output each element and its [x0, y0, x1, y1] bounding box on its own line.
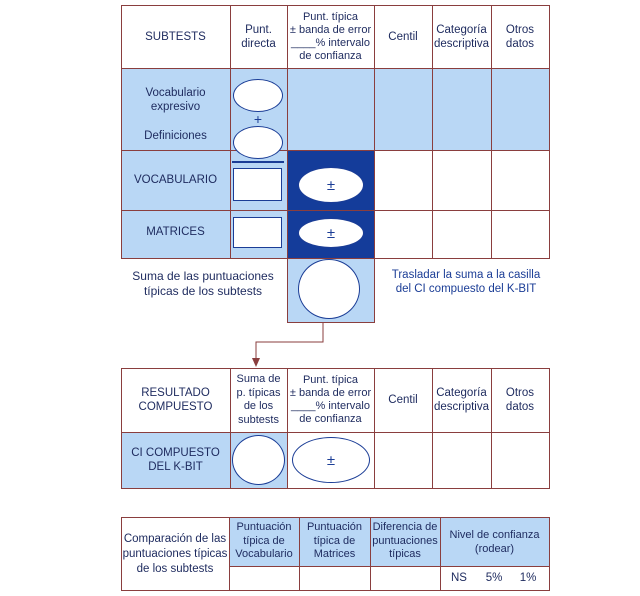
level-5pct[interactable]: 5% — [485, 572, 503, 584]
vocabulario-pm-symbol: ± — [326, 176, 336, 194]
header-centil-2: Centil — [388, 394, 418, 406]
header-punt-tipica-2: Punt. típica ± banda de error ____% inte… — [289, 374, 372, 425]
suma-label: Suma de las puntuaciones típicas de los … — [132, 269, 274, 298]
header-punt-directa: Punt. directa — [241, 23, 276, 50]
plus-sign: + — [253, 111, 263, 127]
header-suma: Suma de p. típicas de los subtests — [236, 373, 281, 426]
vocabulario-tipica-oval[interactable] — [298, 167, 364, 203]
vocabulario-directa-box[interactable] — [233, 168, 282, 201]
matrices-pm-symbol: ± — [326, 224, 336, 242]
comparacion-label: Comparación de las puntuaciones típicas … — [122, 532, 228, 575]
trasladar-note: Trasladar la suma a la casilla del CI co… — [391, 269, 541, 295]
header-centil: Centil — [388, 30, 418, 43]
header-otros-2: Otros datos — [505, 387, 535, 413]
header-otros: Otros datos — [505, 23, 535, 50]
transfer-arrow-icon — [252, 323, 324, 367]
header-punt-tipica: Punt. típica ± banda de error ____% inte… — [289, 10, 372, 62]
ci-suma-circle[interactable] — [232, 435, 285, 485]
suma-circle[interactable] — [298, 259, 360, 319]
ci-tipica-oval[interactable] — [292, 437, 370, 483]
definiciones-oval[interactable] — [233, 126, 283, 159]
header-categoria: Categoría descriptiva — [434, 23, 489, 50]
ci-pm-symbol: ± — [326, 451, 336, 469]
header-vocab-tipica: Puntuación típica de Vocabulario — [235, 521, 293, 561]
matrices-tipica-oval[interactable] — [298, 218, 364, 248]
level-1pct[interactable]: 1% — [519, 572, 537, 584]
header-nivel: Nivel de confianza (rodear) — [449, 528, 540, 555]
comparacion-header-fill — [229, 517, 550, 566]
header-matrices-tipica: Puntuación típica de Matrices — [306, 521, 363, 561]
label-definiciones: Definiciones — [144, 130, 207, 142]
header-resultado: RESULTADO COMPUESTO — [138, 387, 213, 413]
level-ns[interactable]: NS — [451, 572, 467, 584]
sum-divider — [232, 161, 284, 163]
label-matrices: MATRICES — [146, 226, 205, 238]
header-diferencia: Diferencia de puntuaciones típicas — [372, 521, 438, 561]
label-ci-compuesto: CI COMPUESTO DEL K-BIT — [131, 447, 220, 473]
header-categoria-2: Categoría descriptiva — [434, 387, 489, 413]
header-subtests: SUBTESTS — [145, 30, 206, 43]
label-vocabulario: VOCABULARIO — [133, 174, 218, 186]
label-vocab-expresivo: Vocabulario expresivo — [145, 87, 206, 113]
row-vocabulario-fill — [121, 68, 550, 150]
vocab-expresivo-oval[interactable] — [233, 79, 283, 112]
matrices-directa-box[interactable] — [233, 217, 282, 248]
